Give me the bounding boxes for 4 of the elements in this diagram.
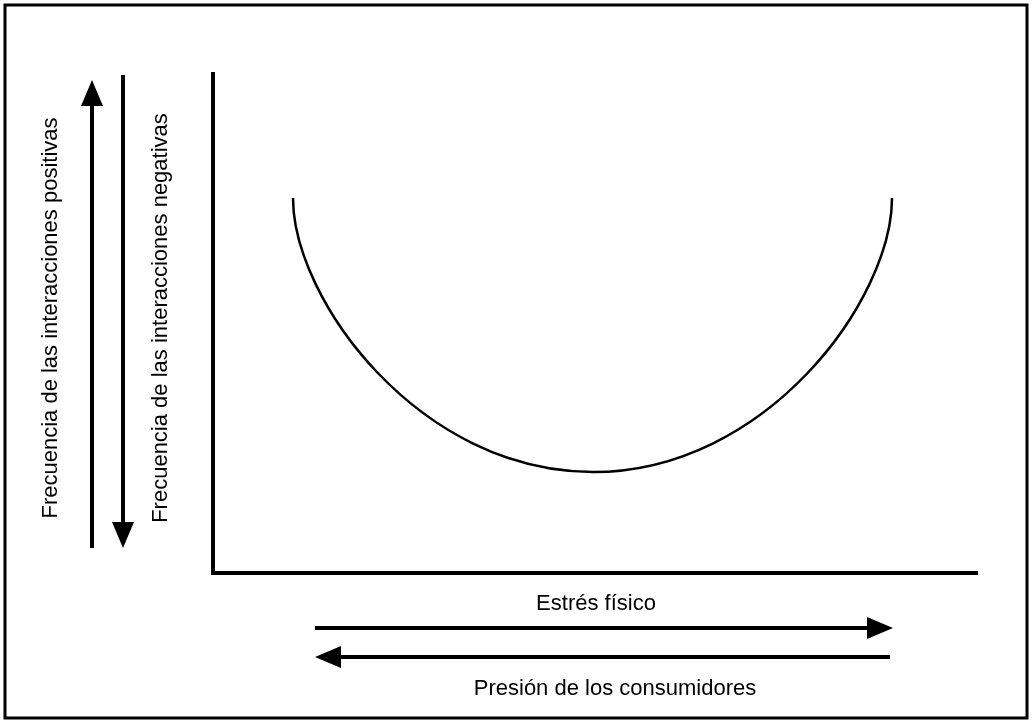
axis-caption: Presión de los consumidores (473, 675, 757, 701)
axis-title: Estrés físico (536, 590, 656, 616)
axis-title: Frecuencia de las interacciones negativas (147, 113, 173, 523)
axis-title: Frecuencia de las interacciones positivas (37, 117, 63, 519)
